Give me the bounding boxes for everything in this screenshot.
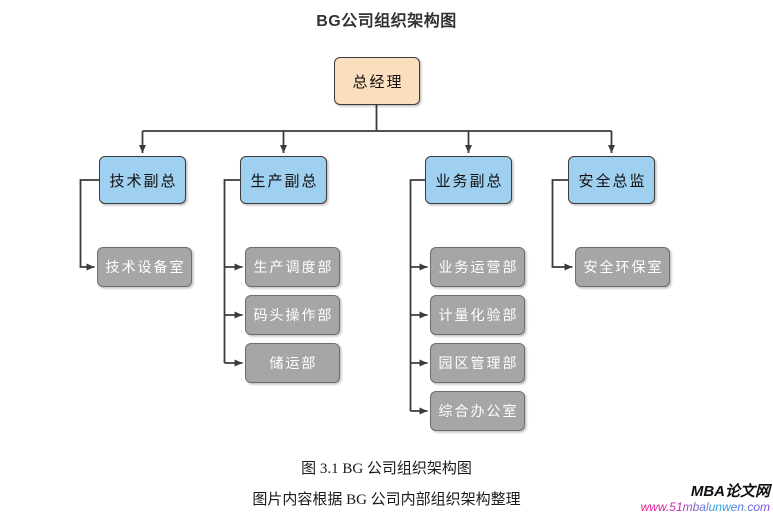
org-node-tech-vp: 技术副总	[99, 156, 186, 204]
chart-title: BG公司组织架构图	[316, 13, 457, 30]
org-node-general-manager: 总经理	[334, 57, 420, 105]
watermark-site-name: MBA论文网	[690, 483, 770, 501]
org-node-tech-equipment-office: 技术设备室	[97, 247, 192, 287]
watermark-site-url: www.51mbalunwen.com	[640, 499, 770, 514]
figure-source-note: 图片内容根据 BG 公司内部组织架构整理	[252, 492, 521, 508]
org-node-production-dispatch-dept: 生产调度部	[245, 247, 340, 287]
org-node-storage-transport-dept: 储运部	[245, 343, 340, 383]
watermark: MBA论文网 www.51mbalunwen.com	[641, 484, 770, 514]
org-node-business-operations-dept: 业务运营部	[430, 247, 525, 287]
org-node-general-office: 综合办公室	[430, 391, 525, 431]
org-node-park-management-dept: 园区管理部	[430, 343, 525, 383]
org-node-production-vp: 生产副总	[240, 156, 327, 204]
org-node-business-vp: 业务副总	[425, 156, 512, 204]
org-node-safety-environment-office: 安全环保室	[575, 247, 670, 287]
figure-caption: 图 3.1 BG 公司组织架构图	[301, 461, 472, 477]
org-node-measurement-testing-dept: 计量化验部	[430, 295, 525, 335]
org-node-dock-operations-dept: 码头操作部	[245, 295, 340, 335]
org-node-safety-director: 安全总监	[568, 156, 655, 204]
